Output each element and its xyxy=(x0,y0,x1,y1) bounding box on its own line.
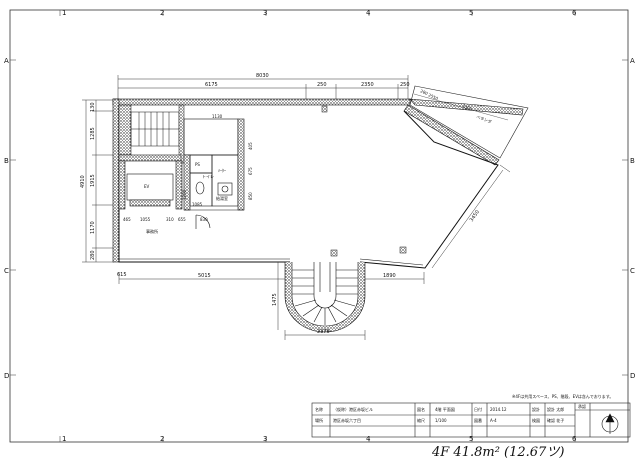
tb-design: 設計 太郎 xyxy=(547,406,564,412)
tb-scale: 1/100 xyxy=(435,418,447,423)
dim-diag-a: 3450 xyxy=(469,209,481,223)
sheet-border xyxy=(9,9,629,443)
grid-row-b-right: B xyxy=(630,157,635,165)
ps-label: PS xyxy=(195,162,200,167)
dim-wc-e: 655 xyxy=(178,217,186,222)
ev-shaft xyxy=(118,154,183,210)
meter-label: ﾒｰﾀｰ xyxy=(218,167,226,173)
veranda-label: ベランダ xyxy=(476,113,493,124)
dim-wc-d: 310 xyxy=(166,217,174,222)
room-label: 事務所 xyxy=(146,228,158,234)
grid-col-2: 2 xyxy=(160,9,164,17)
grid-col-1: 1 xyxy=(62,9,66,17)
dim-overall-top: 8030 xyxy=(256,73,269,79)
dim-diag-d: 1085 xyxy=(192,202,203,207)
grid-col-2-bottom: 2 xyxy=(160,435,164,443)
dim-left-4: 280 xyxy=(90,250,96,260)
diagonal-dimension xyxy=(431,164,511,269)
stair-dimensions xyxy=(277,262,366,340)
grid-row-a-right: A xyxy=(630,57,635,65)
handwritten-area-note: 4F 41.8m² (12.67ツ) xyxy=(431,445,564,460)
grid-col-4-bottom: 4 xyxy=(366,435,371,443)
dim-left-bottom: 615 xyxy=(117,272,127,278)
tb-check: 確認 花子 xyxy=(547,417,564,423)
dim-stair-width: 2370 xyxy=(317,329,330,335)
tb-label-design: 設計 xyxy=(532,406,540,412)
ev-label: EV xyxy=(144,184,150,189)
tb-label-approval: 承認 xyxy=(578,403,586,409)
dim-wc-a: 1130 xyxy=(212,114,223,119)
dim-wc-b: 465 xyxy=(123,217,131,222)
tb-label-place: 場所 xyxy=(315,417,323,423)
grid-col-6: 6 xyxy=(572,9,577,17)
title-block xyxy=(311,402,631,438)
bottom-wall-right xyxy=(359,258,424,266)
dim-mid-d: 1200 xyxy=(182,189,187,200)
grid-col-3: 3 xyxy=(263,9,267,17)
outer-walls xyxy=(112,98,524,263)
dim-wc-c: 1055 xyxy=(140,217,151,222)
tb-place: 港区赤坂六丁目 xyxy=(333,417,361,423)
bottom-dimensions xyxy=(118,272,425,284)
grid-col-3-bottom: 3 xyxy=(263,435,267,443)
dim-top-b: 250 xyxy=(317,82,327,88)
veranda-area xyxy=(409,85,529,159)
dim-left-total: 4910 xyxy=(80,175,86,188)
tb-label-title: 図名 xyxy=(417,406,425,412)
top-dimensions xyxy=(117,75,409,100)
north-arrow-icon xyxy=(601,413,619,434)
dim-diag-c: 280 xyxy=(420,88,429,96)
dim-mid-b: 675 xyxy=(248,167,253,175)
tb-label-scale: 縮尺 xyxy=(417,417,425,423)
spiral-staircase xyxy=(284,262,366,333)
grid-col-5-bottom: 5 xyxy=(469,435,473,443)
dim-left-top: 130 xyxy=(90,102,96,112)
grid-row-d-right: D xyxy=(630,372,635,380)
dim-stair-depth: 1475 xyxy=(272,293,278,306)
floor-outline-right xyxy=(359,110,499,269)
dim-bottom-right: 1890 xyxy=(383,273,396,279)
grid-col-6-bottom: 6 xyxy=(572,435,577,443)
tb-label-name: 名称 xyxy=(315,406,323,412)
dim-top-d: 250 xyxy=(400,82,410,88)
dim-wc-f: 830 xyxy=(200,217,208,222)
dim-mid-c: 850 xyxy=(248,192,253,200)
dim-top-c: 2350 xyxy=(361,82,374,88)
dim-diag-b: 2550 xyxy=(428,92,440,101)
column-marker xyxy=(330,249,338,257)
tb-label-date: 日付 xyxy=(474,406,482,412)
column-marker-top xyxy=(321,105,328,113)
tb-label-no: 図番 xyxy=(474,417,482,423)
grid-labels: 1 2 3 4 5 6 1 2 3 4 5 6 A B C D A B C D xyxy=(4,9,635,443)
grid-col-1-bottom: 1 xyxy=(62,435,66,443)
kitchen-label: 給湯室 xyxy=(216,195,228,201)
tb-no: A-4 xyxy=(490,418,497,423)
dim-top-a: 6175 xyxy=(205,82,218,88)
grid-row-a: A xyxy=(4,57,9,65)
tb-title: 4階 平面図 xyxy=(435,406,455,412)
service-core xyxy=(183,118,245,229)
column-marker-right xyxy=(399,246,407,254)
stair-top-left xyxy=(118,104,185,164)
dim-bottom-left: 5015 xyxy=(198,273,211,279)
dim-left-3: 1170 xyxy=(90,221,96,234)
grid-col-4: 4 xyxy=(366,9,371,17)
grid-row-b: B xyxy=(4,157,9,165)
tb-name: （仮称）港区赤坂ビル xyxy=(333,406,373,412)
dim-left-2: 1915 xyxy=(90,174,96,187)
grid-row-d: D xyxy=(4,372,9,380)
tb-date: 2014.12 xyxy=(490,407,507,412)
left-dimensions xyxy=(82,99,114,263)
grid-ticks xyxy=(10,10,628,442)
grid-row-c-right: C xyxy=(630,267,635,275)
dim-right-a: 2300 xyxy=(462,103,474,112)
grid-col-5: 5 xyxy=(469,9,473,17)
dim-left-1: 1285 xyxy=(90,127,96,140)
dim-mid-a: 405 xyxy=(248,142,253,150)
grid-row-c: C xyxy=(4,267,9,275)
toilet-label: トイレ xyxy=(202,174,214,179)
tb-label-check: 検図 xyxy=(532,417,540,423)
area-note: ※4Fは共用スペース、PS、階段、EVは含んでおります。 xyxy=(512,393,613,399)
